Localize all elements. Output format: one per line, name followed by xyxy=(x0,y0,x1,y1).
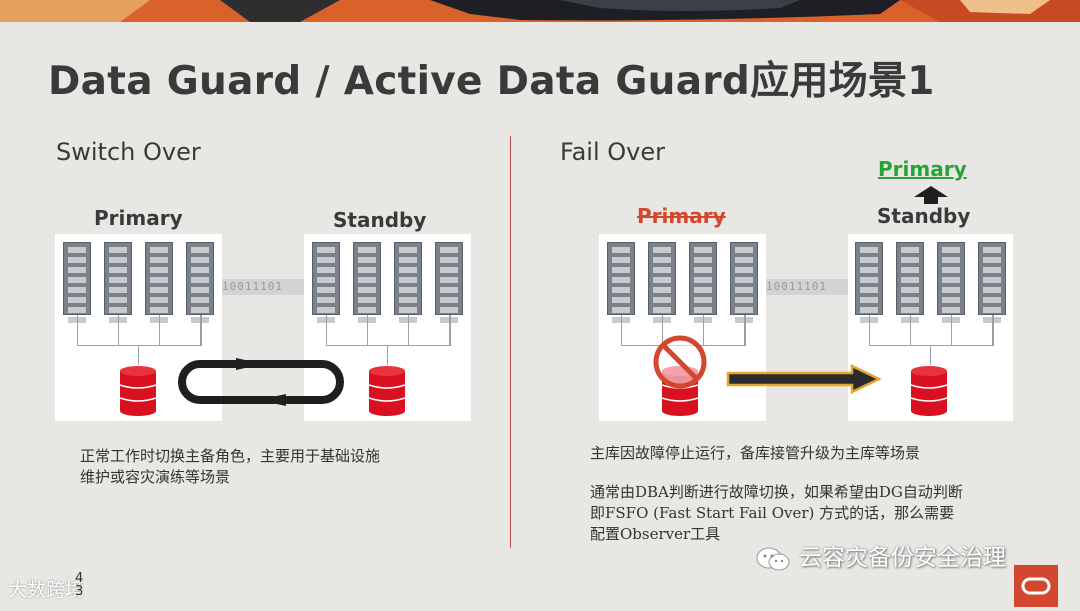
page-number: 4 3 xyxy=(75,572,83,598)
switchover-standby-label: Standby xyxy=(333,208,427,232)
slide-title: Data Guard / Active Data Guard应用场景1 xyxy=(48,59,935,104)
wechat-icon xyxy=(756,547,790,570)
switchover-description-line: 维护或容灾演练等场景 xyxy=(80,468,231,486)
server-rack-icon xyxy=(312,242,340,323)
top-decorative-banner xyxy=(0,0,1080,22)
right-arrow-icon xyxy=(726,364,882,394)
switchover-primary-label: Primary xyxy=(94,206,183,230)
switchover-description-line: 正常工作时切换主备角色，主要用于基础设施 xyxy=(80,447,381,465)
switchover-standby-server xyxy=(304,234,471,421)
server-rack-icon xyxy=(435,242,463,323)
server-rack-icon xyxy=(730,242,758,323)
page-number-partial: 3 xyxy=(75,584,84,599)
server-rack-icon xyxy=(689,242,717,323)
database-cylinder-icon xyxy=(119,366,157,416)
page-number-value: 4 xyxy=(75,571,84,586)
bottom-brand-watermark: 大数跨境 xyxy=(8,575,84,602)
wechat-watermark: 云容灾备份安全治理 xyxy=(755,538,1006,572)
server-rack-icon xyxy=(648,242,676,323)
failover-description: 主库因故障停止运行，备库接管升级为主库等场景 通常由DBA判断进行故障切换，如果… xyxy=(590,443,963,545)
switchover-primary-server xyxy=(55,234,222,421)
oracle-logo xyxy=(1014,565,1058,607)
server-rack-icon xyxy=(937,242,965,323)
failover-standby-label: Standby xyxy=(877,204,971,228)
watermark-text: 云容灾备份安全治理 xyxy=(799,545,1006,571)
server-rack-icon xyxy=(353,242,381,323)
failover-promoted-primary-label: Primary xyxy=(878,157,967,181)
server-rack-icon xyxy=(186,242,214,323)
failover-replication-bits: 10011101 xyxy=(766,279,848,295)
database-cylinder-icon xyxy=(910,366,948,416)
switchover-description: 正常工作时切换主备角色，主要用于基础设施 维护或容灾演练等场景 xyxy=(80,446,380,488)
server-rack-icon xyxy=(978,242,1006,323)
section-divider xyxy=(510,136,511,548)
no-entry-icon xyxy=(653,335,707,389)
bidirectional-sync-arrows-icon xyxy=(178,358,344,406)
failover-failed-primary-label: Primary xyxy=(637,204,726,228)
server-rack-icon xyxy=(104,242,132,323)
oracle-logo-icon xyxy=(1021,577,1051,595)
server-rack-icon xyxy=(607,242,635,323)
failover-description-line: 配置Observer工具 xyxy=(590,525,721,543)
server-rack-icon xyxy=(145,242,173,323)
switchover-heading: Switch Over xyxy=(56,138,201,166)
server-rack-icon xyxy=(63,242,91,323)
failover-primary-server xyxy=(599,234,766,421)
failover-description-line: 通常由DBA判断进行故障切换，如果希望由DG自动判断 xyxy=(590,483,963,501)
switchover-replication-bits: 10011101 xyxy=(222,279,304,295)
up-arrow-icon xyxy=(914,186,948,204)
database-cylinder-icon xyxy=(368,366,406,416)
server-rack-icon xyxy=(855,242,883,323)
failover-description-line: 即FSFO (Fast Start Fail Over) 方式的话，那么需要 xyxy=(590,504,955,522)
server-rack-icon xyxy=(896,242,924,323)
failover-standby-server xyxy=(848,234,1013,421)
failover-description-line: 主库因故障停止运行，备库接管升级为主库等场景 xyxy=(590,444,921,462)
server-rack-icon xyxy=(394,242,422,323)
failover-heading: Fail Over xyxy=(560,138,665,166)
bottom-brand-text: 大数跨境 xyxy=(8,579,85,601)
